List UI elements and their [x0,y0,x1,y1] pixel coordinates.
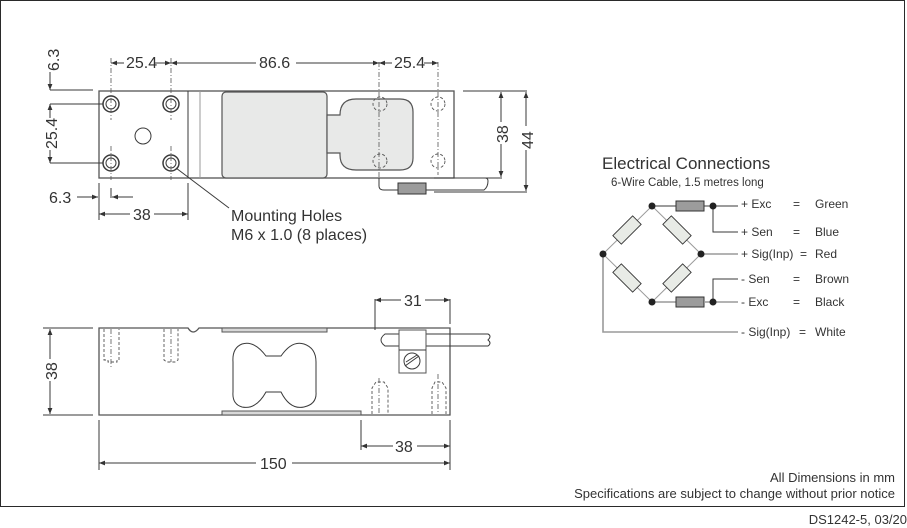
electrical-subtitle: 6-Wire Cable, 1.5 metres long [611,177,764,189]
dim-side-offset: 6.3 [49,190,71,207]
wire-signal: - Exc [741,295,768,309]
top-view: 25.4 86.6 25.4 6.3 25.4 6.3 38 [42,49,537,244]
dim-length: 150 [260,456,287,473]
mount-holes-left [102,58,180,180]
wire-eq: = [793,225,800,239]
dim-cable-offset: 31 [404,293,422,310]
callout-thread-spec: M6 x 1.0 (8 places) [231,227,367,244]
wire-color: White [815,325,846,339]
wire-color: Brown [815,272,849,286]
wire-eq: = [800,247,807,261]
wire-color: Black [815,295,845,309]
wire-signal: + Exc [741,197,771,211]
wire-eq: = [793,272,800,286]
side-view-body [98,327,451,416]
wire-signal: + Sen [741,225,773,239]
dim-hole-span: 86.6 [259,55,290,72]
bottom-flexure-strip [221,410,362,416]
wheatstone-bridge [599,200,738,333]
wire-color: Green [815,197,848,211]
wire-eq: = [799,325,806,339]
wire-signal: - Sig(Inp) [741,325,790,339]
callout-leader [175,167,230,209]
gauge-cover [221,91,328,179]
dim-side-height: 38 [44,362,61,380]
side-cable-gland [380,329,491,374]
wire-signal: + Sig(Inp) [741,247,793,261]
wire-signal: - Sen [741,272,770,286]
side-view: 31 38 38 150 [42,291,491,473]
mount-holes-right [372,62,446,185]
wire-color: Red [815,247,837,261]
electrical-connections: Electrical Connections 6-Wire Cable, 1.5… [599,154,849,339]
drawing-frame [0,0,905,507]
callout-mounting-holes: Mounting Holes [231,208,342,225]
side-threaded-holes [103,329,447,414]
wire-eq: = [793,295,800,309]
top-flexure-strip [221,327,328,333]
dim-hole-vertical: 25.4 [44,118,61,149]
dim-top-hole-spacing-right: 25.4 [394,55,425,72]
wire-table: + Exc = Green + Sen = Blue + Sig(Inp) = … [741,197,849,339]
spec-note: Specifications are subject to change wit… [574,486,895,501]
gauge-cover-tab [326,98,414,171]
dim-top-offset: 6.3 [46,49,63,71]
wire-eq: = [793,197,800,211]
dim-right-block: 38 [395,439,413,456]
dim-top-hole-spacing-left: 25.4 [126,55,157,72]
document-reference: DS1242-5, 03/20 [809,512,907,527]
wire-color: Blue [815,225,839,239]
electrical-title: Electrical Connections [602,154,770,173]
binocular-hole [232,342,317,408]
dim-width-outer: 44 [520,131,537,149]
dim-width-inner: 38 [495,125,512,143]
units-note: All Dimensions in mm [770,470,895,485]
dim-mount-block: 38 [133,207,151,224]
